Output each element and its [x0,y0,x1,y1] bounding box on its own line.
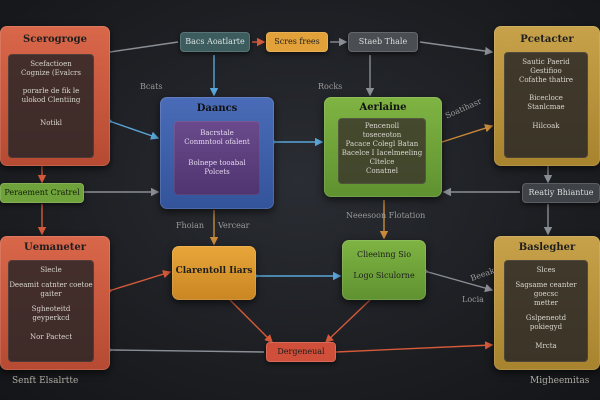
top-right-line-3 [504,85,588,94]
top-left-title: Scerogroge [23,34,87,45]
bottom-right-panel: Slces Sagsame ceanter goecsc metter Gslp… [504,260,588,362]
top-left-line-5 [8,105,94,119]
top-right-box[interactable]: Pcetacter Sautic Paerid Gestifioo Cofath… [494,26,600,166]
bottom-right-line-7 [504,332,588,342]
center-blue-line-0: Bacrstale [200,129,234,137]
center-blue-line-4: Polcets [204,168,230,176]
arrow-midgreen-bottomright [420,266,494,293]
center-green-line-4: Cltelce [369,158,395,166]
side-pill-left[interactable]: Peraement Cratrel [0,183,84,203]
top-right-line-0: Sautic Paerid [522,58,570,66]
top-left-line-4: ulokod Clentiing [21,96,81,104]
mid-green-title: Clieeinng Sio [356,250,412,259]
center-blue-title: Daancs [196,103,238,114]
center-green-box[interactable]: Aerlaine Pencenoll toseceoton Pacace Col… [324,97,442,197]
arrow-bottomleft-orange [104,270,172,297]
label-l5: Neeesoon Flotation [346,211,426,220]
arrow-topleft-to-pillA [102,41,179,58]
center-blue-line-1: Conmntool ofalent [184,138,250,146]
center-green-line-1: toseceoton [362,131,402,139]
center-green-line-0: Pencenoll [364,122,400,130]
center-blue-inner: Bacrstale Conmntool ofalent Bolnepe tooa… [174,121,260,195]
center-green-title: Aerlaine [359,102,407,113]
bottom-left-line-5: Sgheoteitd [31,305,71,313]
center-blue-box[interactable]: Daancs Bacrstale Conmntool ofalent Bolne… [160,97,274,209]
bottom-pill[interactable]: Dergeneual [266,342,336,362]
bottom-left-title: Uemaneter [23,242,87,253]
bottom-left-line-8: Nor Pactect [29,333,73,341]
bottom-left-line-7 [8,323,94,333]
arrow-bottomleft-to-bottompill [104,345,265,355]
arrow-midgreen-to-bottompill [324,299,371,343]
bottom-right-title: Baslegher [518,242,576,253]
mid-orange-title: Clarentoll Iiars [175,266,253,276]
bottom-right-line-3: metter [534,299,558,307]
bottom-right-line-6: pokiegyd [529,323,563,331]
bottom-left-line-3: gaiter [40,290,62,298]
center-green-line-5: Conatnel [366,167,398,175]
center-green-inner: Pencenoll toseceoton Pacace Colegl Batan… [338,118,426,184]
bottom-right-line-2: Sagsame ceanter goecsc [515,281,577,298]
bottom-left-line-2: Deeamit catnter coetoe [9,281,93,289]
center-green-line-2: Pacace Colegl Batan [345,140,419,148]
top-left-line-3: porarle de fik le [22,87,80,95]
label-l8: Locia [462,295,484,304]
label-l2: Rocks [318,82,343,91]
top-left-box[interactable]: Scerogroge Scefactioen Cognize (Evalcrs … [0,26,110,166]
top-left-panel: Scefactioen Cognize (Evalcrs porarle de … [8,54,94,158]
label-l9: Senft Elsalrtte [12,376,79,386]
arrow-topleft-blue [104,115,160,140]
center-green-line-3: Bacelce I Iacelmeeling [341,149,423,157]
side-pill-right[interactable]: Reatiy Bhiantue [522,183,600,203]
label-l3: Fhoian [176,221,204,230]
bottom-right-line-0: Slces [536,266,556,274]
label-l4: Vercear [218,221,250,230]
center-blue-line-2 [174,147,260,159]
top-left-line-0: Scefactioen [30,60,72,68]
top-right-panel: Sautic Paerid Gestifioo Cofathe thatire … [504,52,588,158]
bottom-left-line-0: Slecle [40,266,62,274]
bottom-left-line-6: geyperkcd [32,314,70,322]
mid-orange-box[interactable]: Clarentoll Iiars [172,246,256,300]
arrow-bottompill-to-bottomright [335,341,494,353]
bottom-right-line-8: Mrcta [535,342,557,350]
bottom-left-panel: Slecle Deeamit catnter coetoe gaiter Sgh… [8,260,94,362]
top-right-line-1: Gestifioo [530,67,562,75]
top-pill-a[interactable]: Bacs Aoatlarte [180,32,250,52]
mid-green-box[interactable]: Clieeinng Sio Logo Siculorne [342,240,426,300]
top-right-line-4: Bicecloce [529,94,563,102]
top-right-line-5: Stanlcmae [527,103,565,111]
mid-green-sub: Logo Siculorne [353,271,415,280]
top-left-line-1: Cognize (Evalcrs [21,69,81,77]
arrow-orange-to-bottompill [229,299,273,343]
arrow-pillC-to-topright [419,41,494,56]
top-pill-c[interactable]: Staeb Thale [348,32,418,52]
top-left-line-2 [8,78,94,87]
top-right-line-6 [504,112,588,122]
arrow-green-topright [434,124,494,149]
top-right-line-7: Hilcoak [532,122,560,130]
bottom-right-box[interactable]: Baslegher Slces Sagsame ceanter goecsc m… [494,236,600,370]
bottom-right-line-5: Gslpeneotd [525,314,567,322]
bottom-left-box[interactable]: Uemaneter Slecle Deeamit catnter coetoe … [0,236,110,370]
top-right-line-2: Cofathe thatire [518,76,574,84]
center-blue-line-3: Bolnepe tooabal [188,159,246,167]
top-pill-b[interactable]: Scres frees [266,32,328,52]
label-l10: Migheemitas [530,376,590,386]
label-l1: Bcats [140,82,163,91]
top-left-line-6: Notikl [40,119,62,127]
top-right-title: Pcetacter [520,34,574,45]
